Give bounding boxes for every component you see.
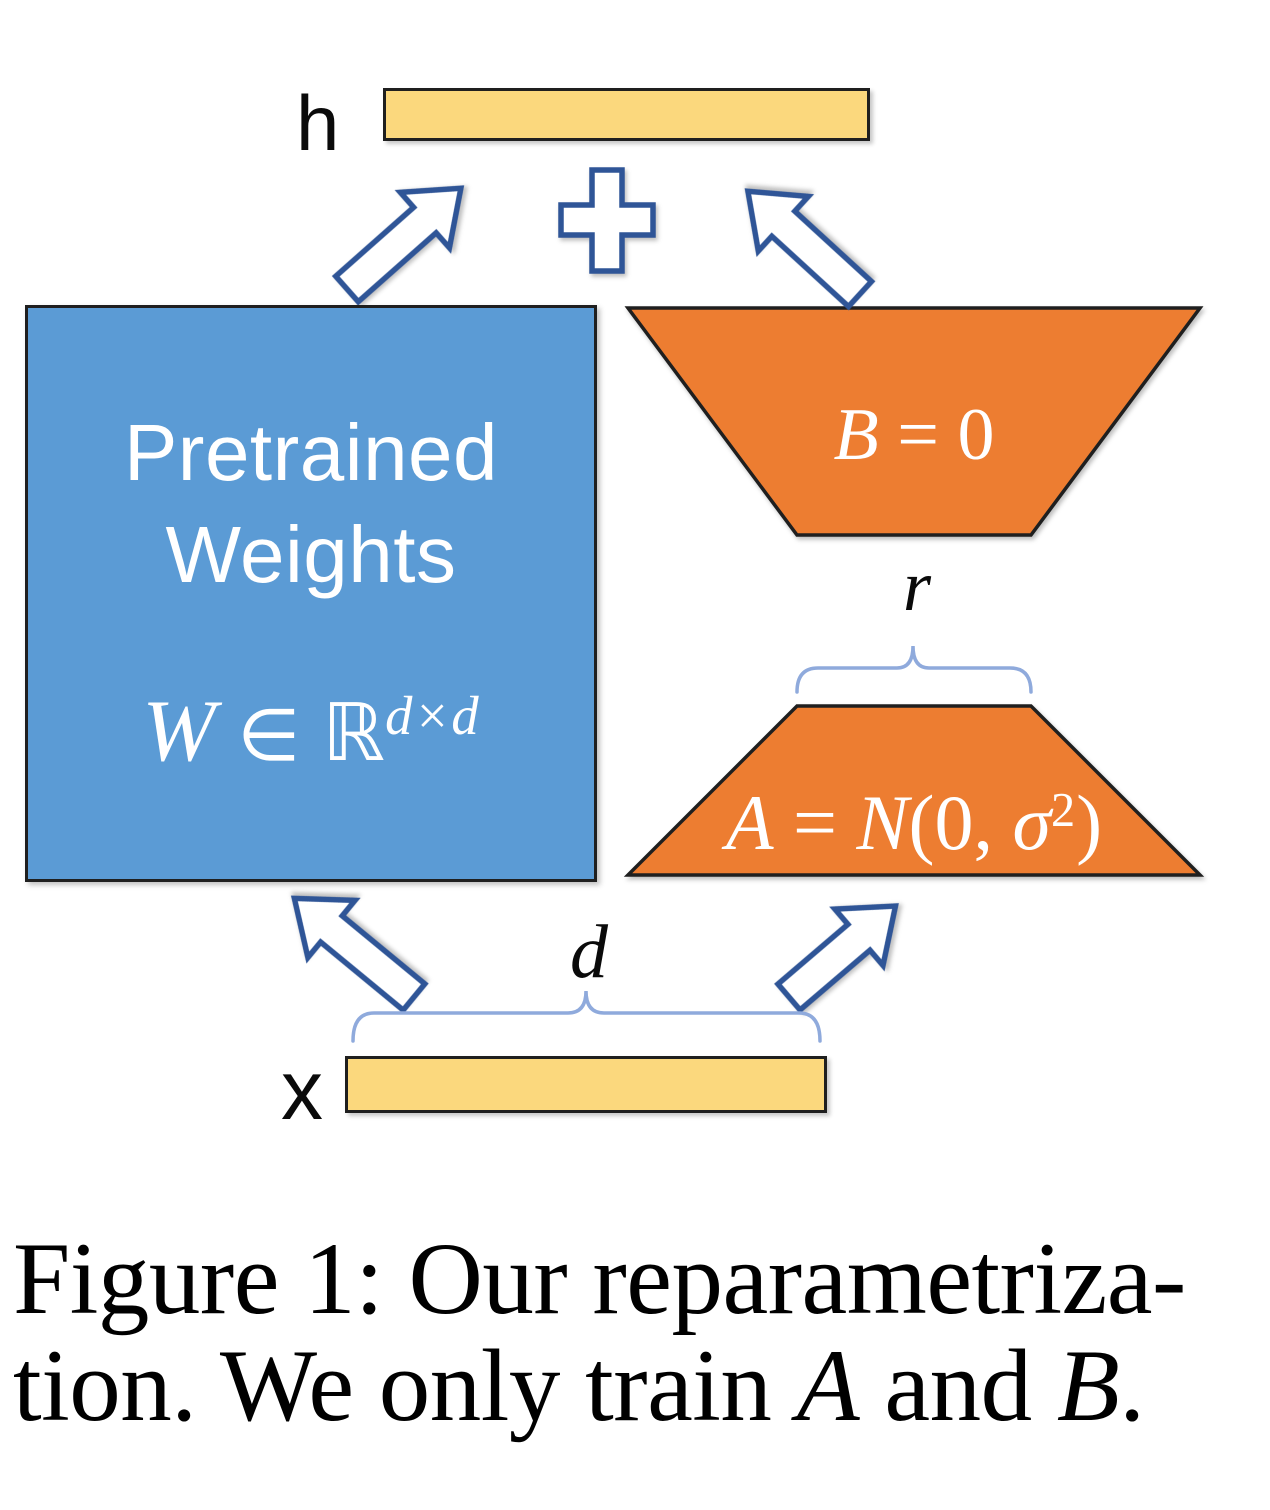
input-vector-label: x bbox=[281, 1043, 323, 1137]
arrow-b-to-h-icon bbox=[744, 188, 876, 311]
caption-line2-mid: and bbox=[859, 1329, 1057, 1443]
pretrained-weights-title: Pretrained Weights bbox=[25, 402, 597, 606]
dim-label: d bbox=[570, 910, 608, 994]
caption-var-b: B bbox=[1056, 1329, 1120, 1443]
pretrained-title-line2: Weights bbox=[165, 510, 457, 599]
caption-line1: Figure 1: Our reparametriza- bbox=[13, 1222, 1186, 1336]
matrix-b-name: B bbox=[833, 394, 879, 476]
input-vector-bar bbox=[345, 1056, 827, 1113]
output-vector-label: h bbox=[296, 79, 340, 167]
plus-icon bbox=[558, 167, 656, 274]
caption-line2: tion. We only train A and B. bbox=[13, 1333, 1265, 1440]
pretrained-weights-box bbox=[25, 305, 597, 882]
pretrained-weights-formula: W ∈ ℝd×d bbox=[25, 688, 597, 776]
matrix-b-value: 0 bbox=[957, 394, 995, 476]
matrix-a-name: A bbox=[725, 779, 774, 866]
arrow-x-to-pretrained-icon bbox=[290, 895, 429, 1014]
formula-w-superscript: d×d bbox=[385, 684, 480, 746]
caption-line2-end: . bbox=[1119, 1329, 1145, 1443]
rank-label: r bbox=[902, 546, 932, 626]
matrix-b-relation: = bbox=[878, 394, 958, 476]
element-of-symbol: ∈ bbox=[237, 694, 301, 778]
matrix-b-formula: B = 0 bbox=[628, 398, 1200, 472]
formula-w-var: W bbox=[142, 683, 216, 780]
real-numbers-symbol: ℝ bbox=[322, 686, 386, 779]
arrow-pretrained-to-h-icon bbox=[331, 185, 465, 306]
figure-caption: Figure 1: Our reparametriza- tion. We on… bbox=[13, 1226, 1265, 1440]
normal-distribution-symbol: N bbox=[856, 779, 909, 866]
matrix-a-args-open: (0, bbox=[908, 779, 1013, 866]
sigma-exponent: 2 bbox=[1051, 783, 1077, 837]
sigma-symbol: σ bbox=[1012, 779, 1051, 866]
rank-brace-icon bbox=[795, 645, 1033, 694]
caption-var-a: A bbox=[796, 1329, 860, 1443]
arrow-x-to-a-icon bbox=[774, 903, 899, 1014]
pretrained-title-line1: Pretrained bbox=[123, 408, 499, 497]
matrix-a-formula: A = N(0, σ2) bbox=[628, 784, 1200, 862]
matrix-a-trapezoid bbox=[623, 704, 1205, 877]
matrix-b-trapezoid bbox=[624, 306, 1204, 537]
matrix-a-args-close: ) bbox=[1076, 779, 1103, 866]
caption-line2-pre: tion. We only train bbox=[13, 1329, 797, 1443]
matrix-a-relation: = bbox=[773, 779, 857, 866]
dim-brace-icon bbox=[351, 990, 822, 1043]
output-vector-bar bbox=[383, 88, 870, 141]
